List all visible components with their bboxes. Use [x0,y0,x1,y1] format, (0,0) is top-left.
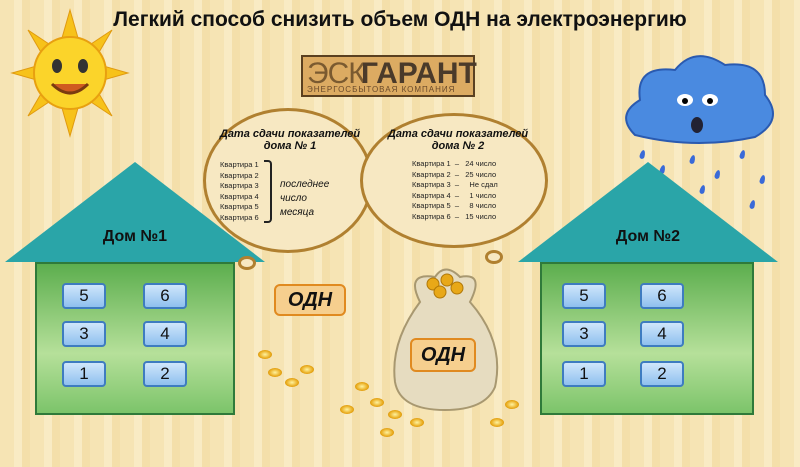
house2-roof [518,162,778,262]
coin [505,400,519,409]
apartment-window: 1 [562,361,606,387]
apartment-item: Квартира 1 [220,160,259,169]
apartment-item: Квартира 2 [220,170,259,180]
thought-bubble-house2 [360,113,548,248]
apartment-window: 5 [562,283,606,309]
coin [340,405,354,414]
note-line: месяца [280,207,315,218]
coin [380,428,394,437]
coin [370,398,384,407]
bubble2-rows: Квартира 1 – 24 число Квартира 2 – 25 чи… [412,159,498,222]
apartment-item: Квартира 6 [220,212,259,222]
sun-icon [10,8,130,138]
bubble2-title: Дата сдачи показателей дома № 2 [387,128,529,152]
apartment-row: Квартира 4 – 1 число [412,190,497,200]
logo-text: ЭСК [307,57,366,90]
apartment-window: 3 [562,321,606,347]
company-logo: ЭСК ГАРАНТ ЭНЕРГОСБЫТОВАЯ КОМПАНИЯ [301,55,477,97]
apartment-window: 5 [62,283,106,309]
logo-subtitle: ЭНЕРГОСБЫТОВАЯ КОМПАНИЯ [307,85,456,94]
bubble-tail [485,250,503,264]
apartment-row: Квартира 2 – 25 число [412,169,497,179]
page-title: Легкий способ снизить объем ОДН на элект… [113,8,687,31]
note-line: число [280,193,307,204]
apartment-item: Квартира 5 [220,202,259,211]
apartment-window: 1 [62,361,106,387]
money-bag-icon [393,268,499,412]
note-line: последнее [280,179,330,190]
apartment-row: Квартира 5 – 8 число [412,201,497,210]
coin [388,410,402,419]
coin [490,418,504,427]
odn-label: ОДН [274,284,346,316]
coin [268,368,282,377]
odn-bag-label: ОДН [410,338,476,372]
bubble1-apartments: Квартира 1 Квартира 2 Квартира 3 Квартир… [220,160,259,223]
apartment-item: Квартира 3 [220,181,259,190]
apartment-window: 6 [640,283,684,309]
brace [264,160,272,223]
apartment-window: 4 [640,321,684,347]
apartment-window: 3 [62,321,106,347]
apartment-window: 4 [143,321,187,347]
apartment-row: Квартира 6 – 15 число [412,211,497,221]
bubble1-title: Дата сдачи показателей дома № 1 [219,128,361,152]
logo-text-bold: ГАРАНТ [361,57,477,90]
thought-bubble-house1 [203,108,373,253]
coin [410,418,424,427]
house1-label: Дом №1 [102,228,168,245]
apartment-window: 2 [143,361,187,387]
rain-cloud-icon [625,55,774,144]
apartment-row: Квартира 3 – Не сдал [412,180,498,189]
house2-label: Дом №2 [615,228,681,245]
apartment-row: Квартира 1 – 24 число [412,159,497,168]
coin [300,365,314,374]
coin [258,350,272,359]
coin [355,382,369,391]
apartment-window: 2 [640,361,684,387]
apartment-item: Квартира 4 [220,191,259,201]
apartment-window: 6 [143,283,187,309]
bubble-tail [238,256,256,270]
bubble1-note: последнее число месяца [280,178,329,220]
coin [285,378,299,387]
